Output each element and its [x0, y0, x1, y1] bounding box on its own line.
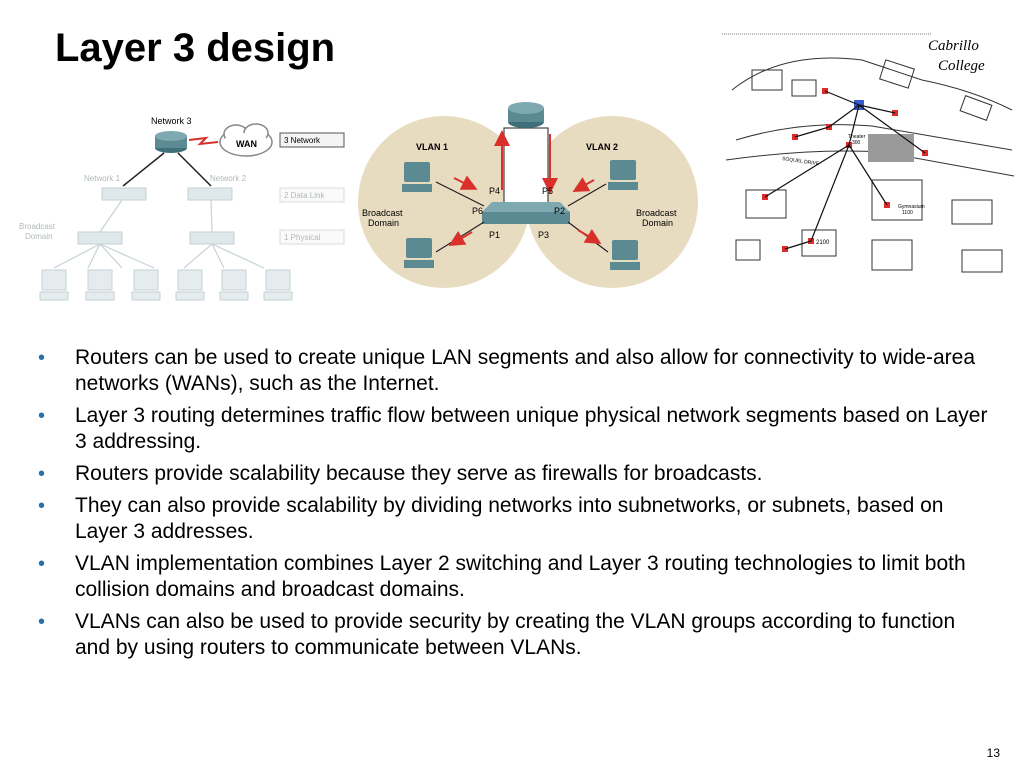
vlan-diagram: VLAN 1 VLAN 2 Broadcast Domain Broadcast…: [358, 102, 698, 288]
broadcast-domain-right-1: Broadcast: [636, 208, 677, 218]
map-road-label: SOQUEL DRIVE: [782, 156, 820, 167]
slide-title: Layer 3 design: [55, 26, 336, 70]
bullet-dot-icon: •: [38, 611, 46, 633]
hierarchical-network-diagram: Network 3 WAN Network 1 Network 2 Broadc…: [19, 116, 345, 301]
bullet-dot-icon: •: [38, 495, 46, 517]
bullet-text: Routers provide scalability because they…: [75, 462, 763, 485]
bullet-item: • They can also provide scalability by di…: [38, 493, 988, 545]
bullet-item: • VLAN implementation combines Layer 2 sw…: [38, 551, 988, 603]
osi-layer3-label: 3 Network: [284, 136, 321, 145]
switch-icon: [77, 187, 235, 245]
bullet-item: • VLANs can also be used to provide secur…: [38, 609, 988, 661]
wan-link: [188, 136, 219, 146]
domain-label: Domain: [25, 232, 53, 241]
campus-map: Cabrillo College Theater: [722, 30, 1016, 284]
broadcast-domain-left-1: Broadcast: [362, 208, 403, 218]
osi-layer3-box: [279, 132, 345, 148]
bullet-text: Layer 3 routing determines traffic flow …: [75, 404, 988, 453]
bullet-dot-icon: •: [38, 347, 46, 369]
trunk-link: [503, 127, 549, 207]
bullet-item: • Routers provide scalability because the…: [38, 461, 988, 487]
broadcast-label: Broadcast: [19, 222, 56, 231]
vlan2-label: VLAN 2: [586, 142, 618, 152]
switch-icon: [482, 202, 570, 224]
port-p1-label: P1: [489, 230, 500, 240]
bullet-text: They can also provide scalability by div…: [75, 494, 944, 543]
map-building-block: [868, 134, 914, 162]
vlan2-domain: [526, 116, 698, 288]
map-logo-cabrillo: Cabrillo: [928, 38, 979, 54]
map-theater-label: Theater: [848, 134, 866, 140]
bullet-text: Routers can be used to create unique LAN…: [75, 346, 976, 395]
network2-label: Network 2: [210, 174, 247, 183]
bullet-dot-icon: •: [38, 553, 46, 575]
osi-layer1-label: 1 Physical: [284, 233, 321, 242]
port-p5-label: P5: [542, 186, 553, 196]
bullet-item: • Layer 3 routing determines traffic flow…: [38, 403, 988, 455]
bullet-item: • Routers can be used to create unique LA…: [38, 345, 988, 397]
port-p4-label: P4: [489, 186, 500, 196]
map-theater-number: 300: [852, 140, 861, 146]
bullet-text: VLANs can also be used to provide securi…: [75, 610, 956, 659]
osi-layer2-box: [279, 187, 345, 203]
map-building-number: 2100: [816, 240, 830, 246]
computer-icon: [402, 160, 640, 270]
router-icon: [155, 131, 187, 153]
bullet-dot-icon: •: [38, 405, 46, 427]
network1-label: Network 1: [84, 174, 121, 183]
bullet-dot-icon: •: [38, 463, 46, 485]
router-icon: [508, 102, 544, 128]
port-p3-label: P3: [538, 230, 549, 240]
port-p2-label: P2: [554, 206, 565, 216]
broadcast-domain-right-2: Domain: [642, 218, 673, 228]
map-gym-label: Gymnasium: [898, 204, 925, 210]
map-gym-number: 1100: [902, 210, 913, 216]
wan-label: WAN: [236, 139, 257, 149]
broadcast-domain-left-2: Domain: [368, 218, 399, 228]
slide-number: 13: [986, 746, 1000, 760]
network3-label: Network 3: [151, 116, 192, 126]
bullet-text: VLAN implementation combines Layer 2 swi…: [75, 552, 966, 601]
osi-layer2-label: 2 Data Link: [284, 191, 325, 200]
osi-layer1-box: [279, 229, 345, 245]
port-p6-label: P6: [472, 206, 483, 216]
map-logo-college: College: [938, 58, 985, 74]
computer-icon: [39, 269, 293, 301]
wan-cloud-icon: [219, 123, 273, 157]
bullet-list: • Routers can be used to create unique LA…: [38, 345, 988, 667]
vlan1-domain: [358, 116, 530, 288]
vlan1-label: VLAN 1: [416, 142, 448, 152]
